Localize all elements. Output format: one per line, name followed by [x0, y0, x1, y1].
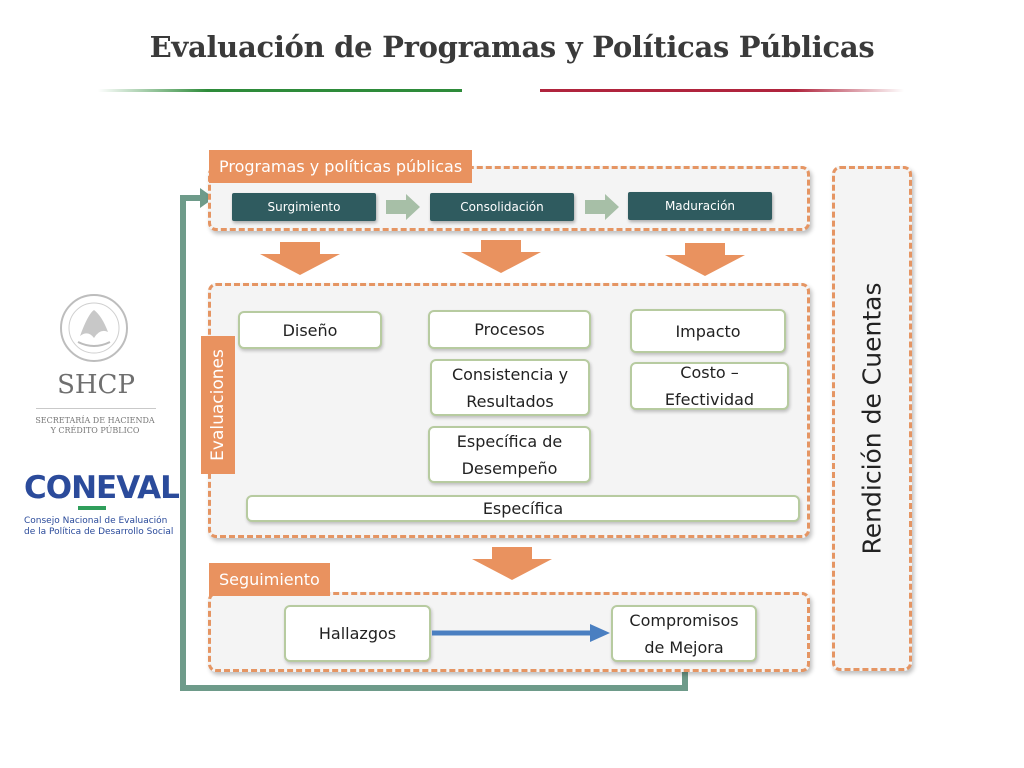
eval-diseno: Diseño: [238, 311, 382, 349]
title-rule-red: [540, 89, 904, 92]
eval-costo-efectividad: Costo – Efectividad: [630, 362, 789, 410]
stage-surgimiento: Surgimiento: [232, 193, 376, 221]
rendicion-panel: Rendición de Cuentas: [832, 166, 912, 671]
stage-arrow-icon: [386, 194, 420, 220]
stage-arrow-icon: [585, 194, 619, 220]
compromisos-box: Compromisos de Mejora: [611, 605, 757, 662]
evaluaciones-tab-label: Evaluaciones: [208, 349, 229, 461]
shcp-logo-divider: [36, 408, 156, 409]
mexican-eagle-seal-icon: [60, 294, 128, 362]
eval-especifica-desempeno: Específica de Desempeño: [428, 426, 591, 483]
page-title: Evaluación de Programas y Políticas Públ…: [149, 30, 875, 64]
eval-impacto: Impacto: [630, 309, 786, 353]
eval-especifica: Específica: [246, 495, 800, 522]
flow-arrow: [432, 624, 610, 642]
stage-consolidacion: Consolidación: [430, 193, 574, 221]
coneval-logo-subtitle-1: Consejo Nacional de Evaluación: [24, 516, 168, 526]
shcp-logo-subtitle-1: SECRETARÍA DE HACIENDA: [35, 416, 155, 425]
down-arrow-icon: [461, 240, 541, 273]
down-arrow-icon: [472, 547, 552, 580]
stage-maduracion: Maduración: [628, 192, 772, 220]
programas-tab: Programas y políticas públicas: [209, 150, 473, 183]
rendicion-label: Rendición de Cuentas: [857, 282, 887, 555]
hallazgos-box: Hallazgos: [284, 605, 431, 662]
coneval-logo-title: CONEVAL: [24, 470, 180, 506]
coneval-logo-subtitle-2: de la Política de Desarrollo Social: [24, 527, 174, 537]
down-arrow-icon: [665, 243, 745, 276]
eval-consistencia-resultados: Consistencia y Resultados: [430, 359, 590, 416]
evaluaciones-tab: Evaluaciones: [201, 336, 235, 474]
feedback-loop-arrow: [180, 188, 688, 691]
title-rule-green: [98, 89, 462, 92]
down-arrow-icon: [260, 242, 340, 275]
seguimiento-tab: Seguimiento: [209, 563, 330, 596]
shcp-logo-title: SHCP: [57, 370, 135, 400]
eval-procesos: Procesos: [428, 310, 591, 349]
shcp-logo-subtitle-2: Y CRÉDITO PÚBLICO: [50, 426, 140, 435]
coneval-logo-underline: [78, 506, 106, 510]
